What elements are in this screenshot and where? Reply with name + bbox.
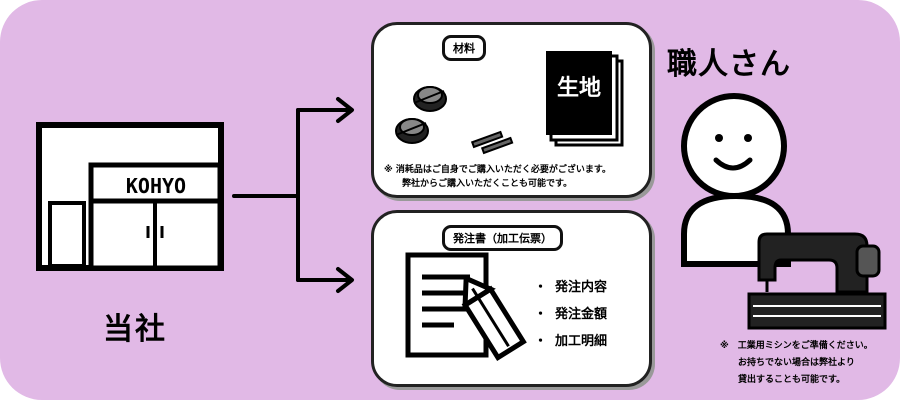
machine-note: ※ 工業用ミシンをご準備ください。 お持ちでない場合は弊社より 貸出することも可… <box>720 338 900 389</box>
arrow-icon <box>232 97 354 293</box>
sewing-needle-icon <box>470 130 514 155</box>
document-pencil-icon <box>405 252 527 362</box>
building-icon <box>36 122 224 271</box>
machine-note-line1: ※ 工業用ミシンをご準備ください。 <box>720 341 873 351</box>
materials-card: 材料 生地 ※ 消耗品はご自身でご購入いただく必要がございます。 弊社からご購入… <box>371 22 652 198</box>
sewing-machine-icon <box>747 232 887 330</box>
materials-tag: 材料 <box>442 35 486 61</box>
company-label: 当社 <box>103 312 167 347</box>
machine-note-line3: 貸出することも可能です。 <box>738 375 846 385</box>
materials-note: ※ 消耗品はご自身でご購入いただく必要がございます。 弊社からご購入いただくこと… <box>384 163 646 191</box>
fabric-stack-icon: 生地 <box>546 51 624 147</box>
order-item: 発注内容 <box>534 274 607 301</box>
order-card: 発注書（加工伝票） 発注内容 発注金額 加工明細 <box>371 210 652 387</box>
cloth-label: 生地 <box>557 76 601 101</box>
order-items-list: 発注内容 発注金額 加工明細 <box>534 274 607 355</box>
order-tag: 発注書（加工伝票） <box>442 225 563 251</box>
thread-spool-icon <box>395 86 447 144</box>
order-item: 発注金額 <box>534 301 607 328</box>
company-sign: KOHYO <box>125 174 187 198</box>
materials-note-line2: 弊社からご購入いただくことも可能です。 <box>402 179 573 189</box>
order-item: 加工明細 <box>534 328 607 355</box>
machine-note-line2: お持ちでない場合は弊社より <box>738 358 855 368</box>
materials-note-line1: ※ 消耗品はご自身でご購入いただく必要がございます。 <box>384 165 611 175</box>
craftsman-title: 職人さん <box>667 47 791 82</box>
